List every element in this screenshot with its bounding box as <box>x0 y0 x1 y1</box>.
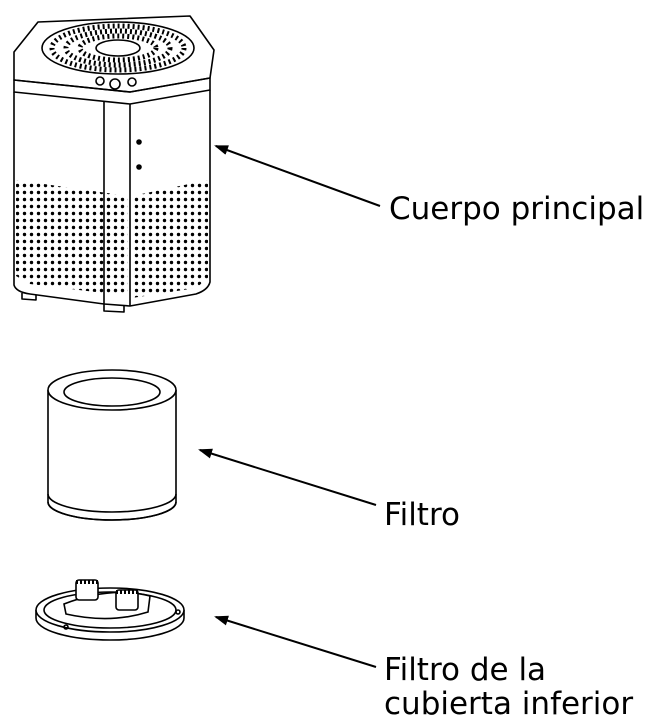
bottom-cover-label-line1: Filtro de la <box>384 652 547 688</box>
filter-label: Filtro <box>384 497 460 533</box>
main-body-perforation-left <box>16 180 128 296</box>
filter-arrow <box>198 448 377 506</box>
filter-illustration <box>47 369 177 521</box>
main-body-arrow <box>214 145 381 207</box>
main-body-perforation-right <box>132 180 208 298</box>
bottom-cover-label-line2: cubierta inferior <box>384 686 634 722</box>
bottom-cover-arrow <box>214 615 377 668</box>
main-body-label: Cuerpo principal <box>389 191 645 227</box>
bottom-cover-illustration <box>35 579 185 641</box>
